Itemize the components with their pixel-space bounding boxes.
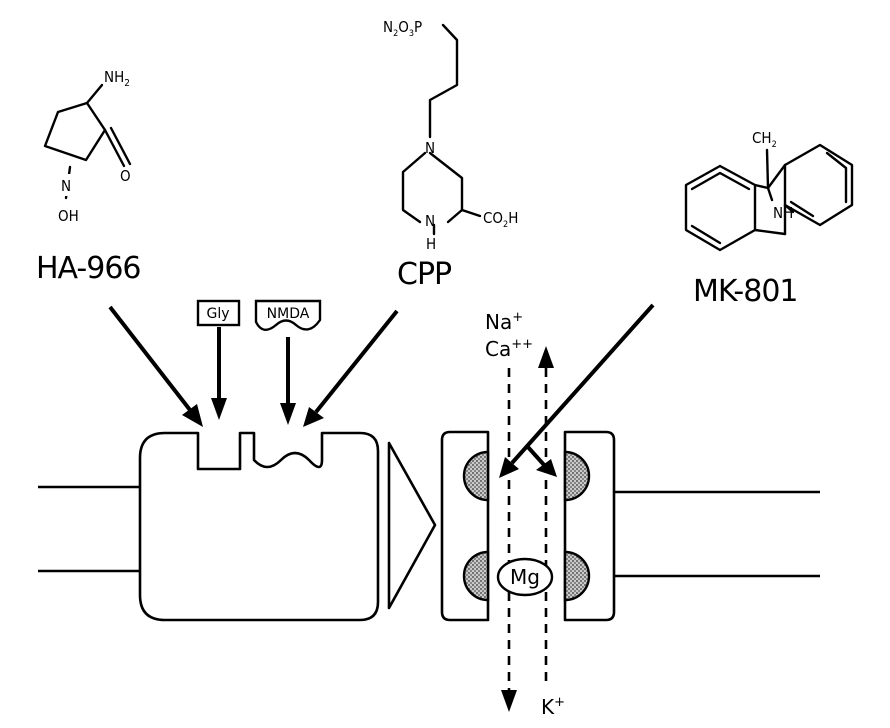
channel-subunit-lower-left (462, 550, 490, 602)
cpp-n-bottom-label: N (425, 212, 435, 230)
mk801-imine-label: NH (773, 204, 793, 222)
channel-subunit-upper-right (563, 450, 591, 502)
mk801-methyl-label: CH2 (752, 129, 777, 150)
glycine-label: Gly (206, 306, 229, 322)
magnesium-label: Mg (510, 565, 540, 589)
cpp-name: CPP (397, 257, 452, 292)
magnesium-ion (496, 557, 554, 597)
ha966-oxygen-label: O (120, 167, 131, 185)
ha966-arrow (108, 305, 203, 427)
membrane-lines (38, 485, 820, 578)
channel-subunit-upper-left (462, 450, 490, 502)
cpp-h-label: H (426, 235, 436, 253)
glycine-site: Gly (196, 299, 241, 420)
inward-arrowhead (501, 690, 517, 712)
ha966-hydroxyl-label: OH (58, 207, 79, 225)
ha966-amine-label: NH2 (104, 68, 130, 89)
mk801-arrow (499, 303, 655, 478)
cpp-arrow (303, 309, 399, 427)
cpp-structure: N2O3P N N H CO2H CPP (383, 18, 518, 292)
ha966-name: HA-966 (36, 251, 141, 286)
ha966-structure: NH2 N O OH HA-966 (36, 68, 142, 286)
ha966-nitrogen-label: N (61, 177, 71, 195)
cpp-phosphonate-label: N2O3P (383, 18, 422, 39)
connector-triangle (387, 441, 437, 610)
channel-subunit-lower-right (563, 550, 591, 602)
nmda-site: NMDA (254, 299, 322, 425)
cpp-carboxyl-label: CO2H (483, 209, 518, 230)
cpp-n-top-label: N (425, 139, 435, 157)
nmda-label: NMDA (267, 306, 310, 322)
calcium-label: Ca++ (485, 337, 533, 361)
ion-flow (501, 346, 554, 712)
outward-arrowhead (538, 346, 554, 368)
potassium-label: K+ (541, 695, 565, 719)
receptor-body (138, 431, 380, 622)
ion-channel (440, 430, 616, 622)
mk801-name: MK-801 (693, 274, 798, 309)
sodium-label: Na+ (485, 310, 523, 334)
mk801-structure: CH2 NH MK-801 (684, 129, 854, 309)
